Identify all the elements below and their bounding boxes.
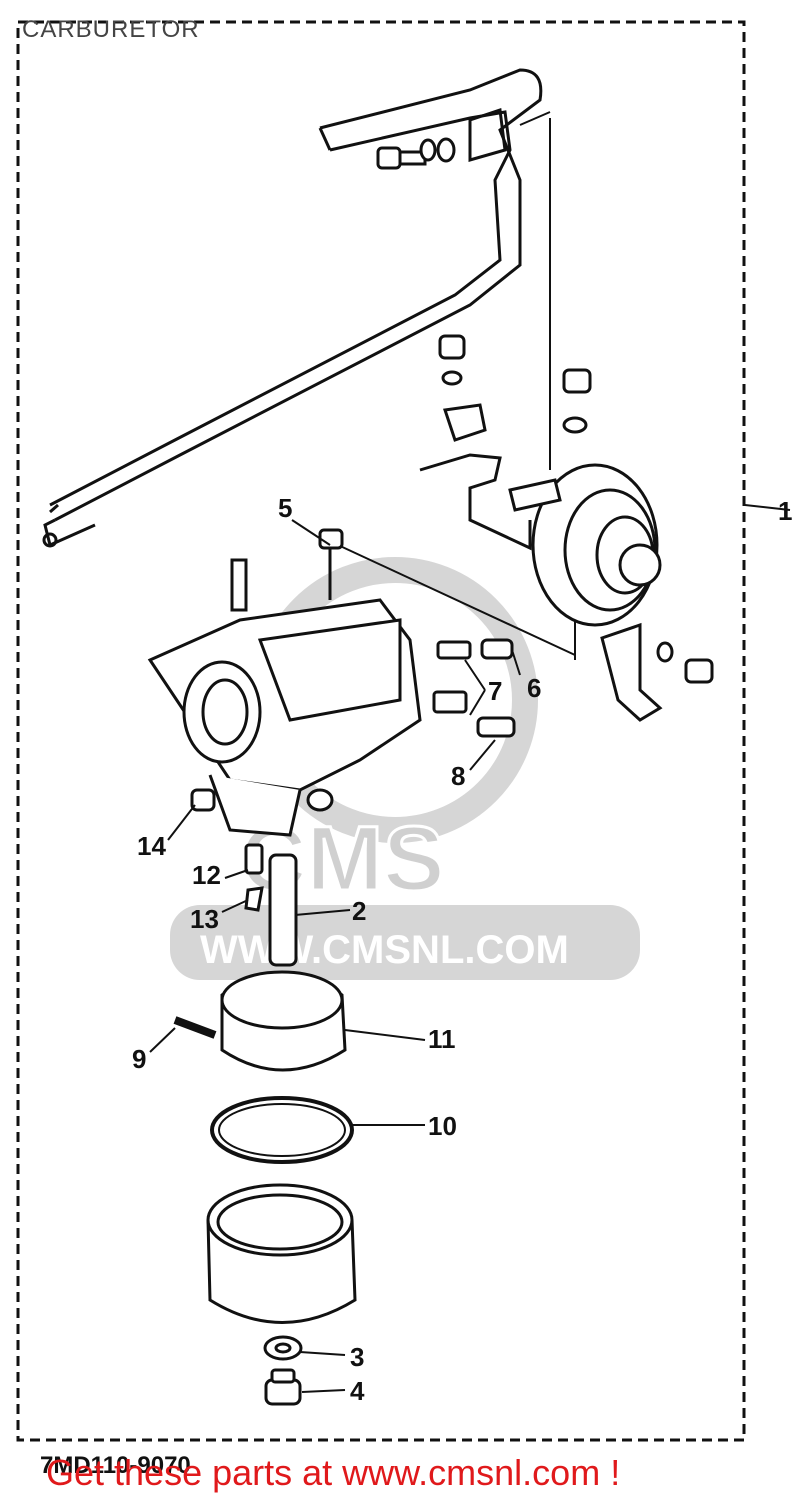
callout-4: 4 — [350, 1376, 365, 1406]
drain-plug — [263, 1335, 303, 1406]
drawing-code: 7MD110-9070 — [40, 1452, 191, 1479]
float — [173, 970, 347, 1072]
leader-line — [744, 504, 791, 511]
callout-11: 11 — [428, 1024, 456, 1054]
promo-link[interactable]: Get these parts at www.cmsnl.com ! — [46, 1452, 621, 1493]
callout-7: 7 — [488, 676, 502, 706]
gasket — [210, 1096, 354, 1164]
callout-1: 1 — [778, 496, 792, 526]
choke-link — [600, 622, 714, 722]
diagram-title: CARBURETOR — [22, 16, 200, 43]
callout-3: 3 — [350, 1342, 364, 1372]
choke-diaphragm — [419, 453, 662, 627]
callout-8: 8 — [451, 761, 465, 791]
bracket-screws — [438, 334, 592, 442]
lever-fasteners — [376, 137, 456, 170]
leader-line — [519, 111, 551, 126]
callouts: 1 2 3 4 5 6 7 8 9 10 11 12 13 14 — [132, 493, 792, 1406]
callout-6: 6 — [527, 673, 541, 703]
callout-2: 2 — [352, 896, 366, 926]
float-bowl — [206, 1183, 357, 1324]
callout-10: 10 — [428, 1111, 457, 1141]
callout-12: 12 — [192, 860, 221, 890]
guide-line — [337, 544, 576, 656]
callout-9: 9 — [132, 1044, 146, 1074]
throttle-lever — [42, 68, 543, 548]
watermark-url: WWW.CMSNL.COM — [200, 928, 569, 972]
jets — [190, 788, 298, 967]
callout-5: 5 — [278, 493, 292, 523]
carburetor-body — [147, 528, 422, 837]
idle-screws — [432, 638, 516, 738]
callout-13: 13 — [190, 904, 219, 934]
callout-leaders — [149, 519, 521, 1393]
callout-14: 14 — [137, 831, 166, 861]
